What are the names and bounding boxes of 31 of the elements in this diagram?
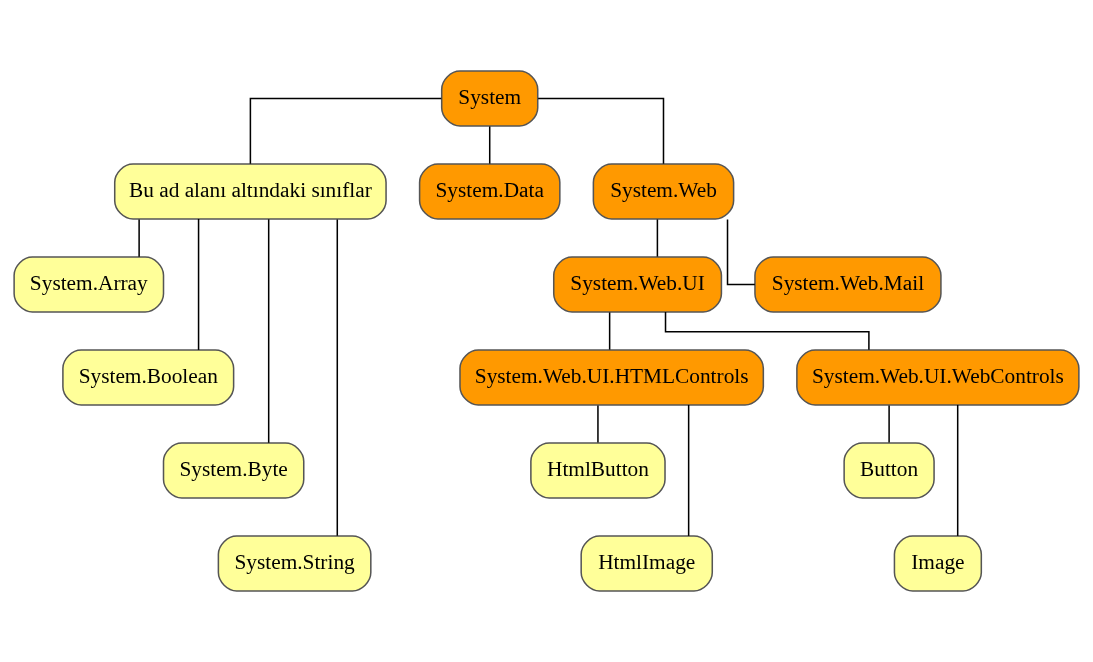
node-box: System.Web.UI: [553, 256, 723, 313]
connector: [664, 311, 870, 351]
node-box: Button: [843, 442, 935, 499]
connector: [488, 125, 491, 165]
connector: [336, 218, 339, 537]
node-box: System.Web: [592, 163, 735, 220]
node-box: System.Byte: [162, 442, 305, 499]
connector: [537, 97, 665, 165]
connector: [249, 97, 443, 165]
connector: [726, 218, 756, 286]
node-box: Image: [893, 535, 983, 592]
connector: [138, 218, 140, 258]
connector: [597, 404, 599, 444]
node-box: System.Web.Mail: [754, 256, 942, 313]
connector: [267, 218, 270, 444]
node-box: System.Web.UI.HTMLControls: [459, 349, 765, 406]
node-box: Bu ad alanı altındaki sınıflar: [113, 163, 387, 220]
connector: [888, 404, 890, 444]
node-box: System.String: [217, 535, 372, 592]
connector: [197, 218, 200, 351]
node-box: System.Data: [418, 163, 561, 220]
connector: [956, 404, 959, 537]
node-box: HtmlButton: [530, 442, 666, 499]
connector: [608, 311, 611, 351]
node-box: HtmlImage: [580, 535, 714, 592]
connector: [687, 404, 690, 537]
connector: [656, 218, 659, 258]
node-box: System.Array: [13, 256, 165, 313]
node-box: System.Boolean: [62, 349, 235, 406]
node-box: System.Web.UI.WebControls: [796, 349, 1080, 406]
node-box: System: [440, 70, 539, 127]
